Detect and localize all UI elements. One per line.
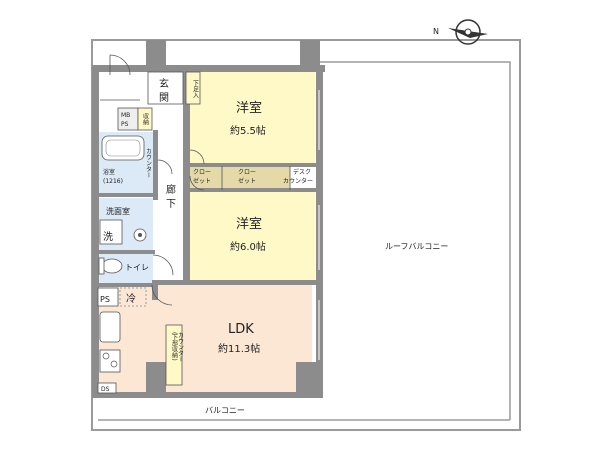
entrance-area xyxy=(147,71,184,105)
bath-counter-label: カウンター xyxy=(145,148,152,178)
underfloor-counter-line1: (下部収納) xyxy=(171,332,178,361)
washing-machine-pan xyxy=(99,219,123,245)
toilet-icon xyxy=(101,258,123,274)
closet-2-line1: クロー xyxy=(238,169,256,176)
closet-1-line2: ゼット xyxy=(193,177,211,185)
western-room-1-name: 洋室 xyxy=(236,100,262,116)
fridge-space xyxy=(119,287,147,307)
ps-label-top: PS xyxy=(121,121,129,128)
hallway-label-1: 廊 xyxy=(166,183,176,196)
western-room-2-size: 約6.0帖 xyxy=(230,240,266,253)
entrance-label-1: 玄 xyxy=(159,77,169,90)
closet-2-line2: ゼット xyxy=(238,177,256,185)
desk-counter-area xyxy=(290,164,315,190)
ps-label: PS xyxy=(100,295,110,304)
hallway-label-2: 下 xyxy=(166,199,176,210)
storage-box xyxy=(137,107,153,131)
ldk-name: LDK xyxy=(228,322,254,337)
burner-icon xyxy=(102,352,110,360)
western-room-2-name: 洋室 xyxy=(236,216,262,232)
desk-counter-line1: デスク xyxy=(293,168,311,176)
bathroom-size: (1216) xyxy=(103,178,123,185)
shoe-storage-label: 下足入 xyxy=(192,80,199,98)
stove xyxy=(99,349,121,373)
western-room-1-size: 約5.5帖 xyxy=(230,124,266,137)
underfloor-counter-line2: カウンター xyxy=(177,332,184,362)
ldk-counter xyxy=(165,324,183,386)
compass-north-label: N xyxy=(433,27,439,36)
bathtub-inner xyxy=(105,139,141,157)
burner-icon xyxy=(110,360,118,368)
closet-strip xyxy=(190,164,290,190)
kitchen-sink xyxy=(99,311,121,343)
roof-balcony-inner-outline xyxy=(320,61,511,420)
western-room-1-floor xyxy=(190,72,315,164)
toilet-tank xyxy=(98,257,105,275)
storage-label: 収納 xyxy=(142,113,149,126)
compass-icon xyxy=(448,19,488,45)
closet-1-line1: クロー xyxy=(193,169,211,176)
ds-box xyxy=(97,382,117,394)
toilet-label: トイレ xyxy=(125,263,149,272)
bathtub xyxy=(101,135,145,161)
wash-basin-drain xyxy=(138,233,142,237)
wash-mark: 洗 xyxy=(103,231,113,243)
balcony-label: バルコニー xyxy=(205,406,245,415)
shoe-storage-box xyxy=(185,71,201,105)
bathroom-name: 浴室 xyxy=(103,168,115,176)
doors xyxy=(109,54,205,306)
ps-box xyxy=(97,287,119,307)
ds-label: DS xyxy=(101,386,110,393)
fridge-label: 冷 xyxy=(126,292,136,305)
ldk-size: 約11.3帖 xyxy=(218,342,260,355)
entrance-label-2: 関 xyxy=(159,92,169,104)
washroom-label: 洗面室 xyxy=(106,206,130,216)
roof-balcony-label: ルーフバルコニー xyxy=(385,242,448,251)
western-room-2-floor xyxy=(190,190,315,285)
desk-counter-line2: カウンター xyxy=(283,177,313,185)
mb-label: MB xyxy=(121,112,130,119)
